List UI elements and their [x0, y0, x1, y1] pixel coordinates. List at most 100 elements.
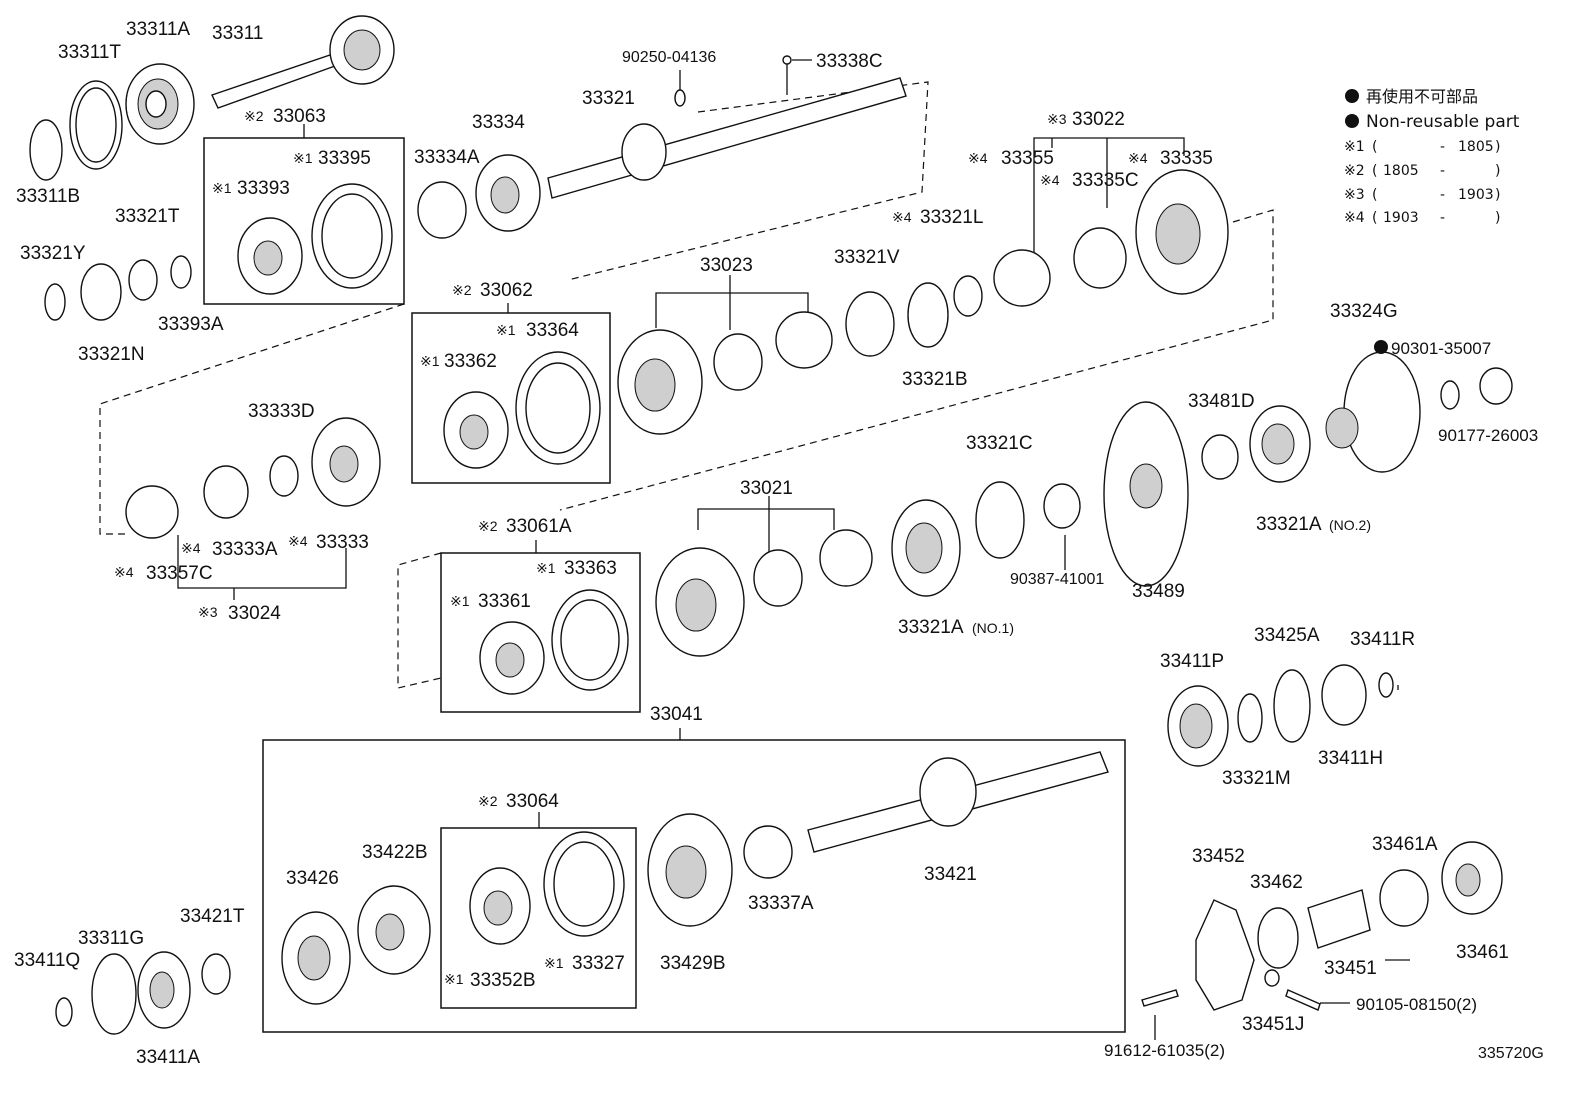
label-33429B: 33429B	[660, 953, 726, 974]
note-3-to: 1903	[1458, 187, 1494, 203]
leader-misc	[1064, 535, 1410, 961]
non-reusable-bullet-icon	[1345, 114, 1359, 128]
label-33451J: 33451J	[1242, 1014, 1304, 1035]
box-33062	[411, 312, 611, 484]
legend-non-reusable-jp: 再使用不可部品	[1366, 87, 1478, 106]
svg-text:-: -	[1440, 187, 1445, 203]
box-33061A	[440, 552, 641, 713]
dashed-group-left	[99, 303, 405, 535]
svg-text:-: -	[1440, 163, 1445, 179]
label-33021: 33021	[740, 478, 793, 499]
svg-text:※1: ※1	[496, 322, 516, 338]
svg-text:※4: ※4	[181, 540, 201, 556]
label-33311B: 33311B	[16, 186, 80, 207]
svg-text:): )	[1495, 139, 1500, 155]
svg-text:(: (	[1372, 163, 1377, 179]
label-33426: 33426	[286, 868, 339, 889]
svg-text:※4: ※4	[892, 209, 912, 225]
label-90105-08150: 90105-08150(2)	[1356, 995, 1477, 1014]
svg-text:※2: ※2	[452, 282, 472, 298]
label-33321A-no1-suffix: (NO.1)	[972, 620, 1014, 636]
label-33421: 33421	[924, 864, 977, 885]
label-33062: 33062	[480, 280, 533, 301]
label-33411P: 33411P	[1160, 651, 1224, 672]
label-90387-41001: 90387-41001	[1010, 571, 1104, 588]
label-33321Y: 33321Y	[20, 243, 86, 264]
svg-text:※4: ※4	[1128, 150, 1148, 166]
svg-text:※4: ※4	[968, 150, 988, 166]
bracket-plate-icon	[1195, 899, 1255, 1011]
label-33321B: 33321B	[902, 369, 968, 390]
bearing-icon	[1321, 664, 1367, 726]
snap-ring-icon	[55, 997, 73, 1027]
label-33321V: 33321V	[834, 247, 900, 268]
label-33335C: 33335C	[1072, 170, 1139, 191]
label-33352B: 33352B	[470, 970, 536, 991]
label-33411A: 33411A	[136, 1047, 200, 1068]
label-33335: 33335	[1160, 148, 1213, 169]
svg-text:※4: ※4	[288, 533, 308, 549]
svg-text:(: (	[1372, 210, 1377, 226]
label-33321C: 33321C	[966, 433, 1033, 454]
label-33393: 33393	[237, 178, 290, 199]
needle-bearing-icon	[753, 549, 803, 607]
svg-text:※1: ※1	[212, 180, 232, 196]
label-33338C: 33338C	[816, 51, 883, 72]
svg-text:※1: ※1	[420, 353, 440, 369]
label-33334: 33334	[472, 112, 525, 133]
note-4-from: 1903	[1383, 210, 1419, 226]
label-91612-61035: 91612-61035(2)	[1104, 1041, 1225, 1060]
label-33357C: 33357C	[146, 563, 213, 584]
svg-text:※2: ※2	[478, 793, 498, 809]
svg-text:※1: ※1	[293, 150, 313, 166]
svg-text:※1: ※1	[450, 593, 470, 609]
label-33321: 33321	[582, 88, 635, 109]
legend: 再使用不可部品 Non-reusable part ※1 ( - 1805 ) …	[1344, 87, 1520, 226]
label-33333A: 33333A	[212, 539, 278, 560]
label-33321M: 33321M	[1222, 768, 1291, 789]
label-33333: 33333	[316, 532, 369, 553]
label-90301-35007: 90301-35007	[1391, 339, 1491, 358]
pin-icon	[674, 89, 686, 107]
label-33063: 33063	[273, 106, 326, 127]
label-33422B: 33422B	[362, 842, 428, 863]
snap-ring-icon	[1237, 693, 1263, 743]
svg-text:(: (	[1372, 187, 1377, 203]
note-4-mark: ※4	[1344, 210, 1365, 226]
label-33364: 33364	[526, 320, 579, 341]
non-reusable-bullet-icon	[1345, 89, 1359, 103]
collar-icon	[775, 311, 833, 369]
needle-bearing-icon	[417, 181, 467, 239]
snap-ring-icon	[29, 119, 63, 181]
parts	[29, 15, 1513, 1035]
snap-ring-icon	[44, 283, 66, 321]
snap-ring-icon	[1273, 669, 1311, 743]
label-33452: 33452	[1192, 846, 1245, 867]
label-33462: 33462	[1250, 872, 1303, 893]
svg-text:※4: ※4	[114, 564, 134, 580]
snap-ring-icon	[975, 481, 1025, 559]
label-33064: 33064	[506, 791, 559, 812]
nut-icon	[1264, 969, 1280, 987]
needle-bearing-icon	[1379, 869, 1429, 927]
collar-icon	[1201, 434, 1239, 480]
label-33461: 33461	[1456, 942, 1509, 963]
bolt-icon	[1285, 989, 1321, 1011]
needle-bearing-icon	[80, 263, 122, 321]
sleeve-icon	[1307, 889, 1371, 949]
washer-icon	[269, 455, 299, 497]
label-33334A: 33334A	[414, 147, 480, 168]
label-33333D: 33333D	[248, 401, 315, 422]
label-33041: 33041	[650, 704, 703, 725]
svg-text:※3: ※3	[198, 604, 218, 620]
washer-icon	[953, 275, 983, 317]
box-33041	[262, 739, 1126, 1033]
label-33395: 33395	[318, 148, 371, 169]
svg-text:※1: ※1	[536, 560, 556, 576]
label-33355: 33355	[1001, 148, 1054, 169]
legend-non-reusable-en: Non-reusable part	[1366, 112, 1520, 132]
note-2-from: 1805	[1383, 163, 1419, 179]
label-33024: 33024	[228, 603, 281, 624]
label-33489: 33489	[1132, 581, 1185, 602]
